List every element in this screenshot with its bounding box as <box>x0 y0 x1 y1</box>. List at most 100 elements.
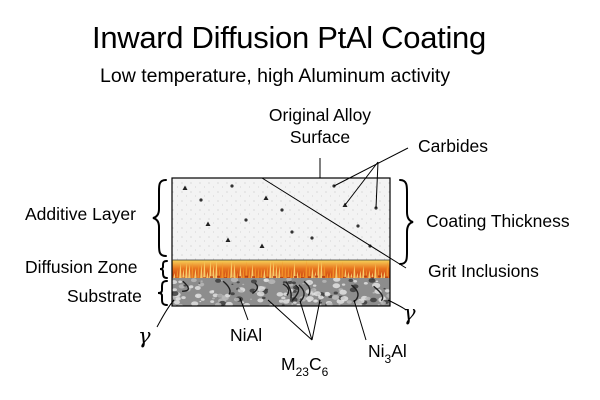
substrate-grain <box>257 298 264 303</box>
m23c6-m: M <box>281 354 296 374</box>
substrate-grain <box>333 291 338 295</box>
diffusion-zone-streak <box>335 263 338 279</box>
substrate-grain <box>190 278 197 283</box>
substrate-grain <box>292 289 297 293</box>
substrate-grain <box>338 303 341 306</box>
diffusion-zone-speck <box>217 275 220 278</box>
substrate-grain <box>354 299 362 305</box>
substrate-grain <box>242 283 245 286</box>
substrate-grain <box>380 301 386 305</box>
grit-inclusions-label: Grit Inclusions <box>428 261 539 281</box>
diffusion-zone-streak <box>257 267 260 279</box>
substrate-grain <box>199 300 202 303</box>
substrate-grain <box>319 304 322 306</box>
diffusion-zone-streak <box>269 261 272 279</box>
substrate-grain <box>194 286 201 290</box>
diffusion-zone-streak <box>317 261 320 279</box>
substrate-grain <box>212 297 215 300</box>
substrate-grain <box>375 280 379 283</box>
diffusion-zone-streak <box>188 264 191 279</box>
substrate-grain <box>353 280 358 283</box>
diffusion-zone-streak <box>347 271 350 279</box>
substrate-carbide-streak <box>222 280 231 295</box>
diffusion-zone-streak <box>329 272 332 279</box>
gamma-right-label: γ <box>403 301 416 325</box>
diffusion-zone-speck <box>238 276 241 279</box>
diffusion-zone-streak <box>233 263 236 279</box>
substrate-grain <box>291 281 296 285</box>
substrate-grain <box>231 283 234 286</box>
substrate-grain <box>287 280 293 285</box>
diffusion-zone-streak <box>206 271 209 279</box>
diffusion-zone-brace <box>159 260 168 279</box>
diffusion-zone-speck <box>315 275 318 278</box>
substrate-grain <box>172 288 177 292</box>
substrate-grain <box>230 292 235 296</box>
substrate-grain <box>383 287 386 290</box>
diffusion-zone-streak <box>224 271 227 279</box>
diffusion-zone-streak <box>311 267 314 279</box>
diffusion-zone-streak <box>356 272 359 279</box>
m23c6-c: C <box>308 354 322 374</box>
substrate-grain <box>384 289 390 293</box>
coating-outline <box>171 177 391 307</box>
diffusion-zone-streak <box>254 266 257 279</box>
diffusion-zone-speck <box>273 276 276 279</box>
additive-layer-brace <box>152 179 167 257</box>
diffusion-zone-streak <box>215 261 218 279</box>
substrate-grain <box>341 283 346 286</box>
original-alloy-line-1: Original Alloy <box>268 105 372 125</box>
carbide-particle <box>310 236 314 240</box>
substrate-grain <box>200 280 203 283</box>
substrate-brace <box>157 280 168 306</box>
substrate-grain <box>215 278 222 283</box>
diffusion-zone-streak <box>203 261 206 279</box>
diffusion-zone-speck <box>210 276 213 279</box>
substrate-grain <box>278 299 284 303</box>
substrate-grain <box>191 301 199 306</box>
diffusion-zone-streak <box>194 268 197 279</box>
diffusion-zone-streak <box>251 264 254 279</box>
substrate-grain <box>302 299 305 302</box>
substrate-grain <box>313 291 322 297</box>
carbide-particle <box>280 208 284 212</box>
ni3al-al: Al <box>391 341 407 361</box>
diffusion-zone-streak <box>302 271 305 279</box>
substrate-grain <box>346 300 352 304</box>
substrate-grain <box>172 291 179 297</box>
diffusion-zone-streak <box>338 264 341 279</box>
substrate-grain <box>256 291 265 297</box>
substrate-grain <box>312 284 317 287</box>
diffusion-zone-speck <box>364 275 367 278</box>
diffusion-zone-streak <box>341 261 344 279</box>
diffusion-zone-streak <box>245 261 248 279</box>
ni3al-ni: Ni <box>368 341 385 361</box>
diffusion-zone-streak <box>212 264 215 279</box>
diffusion-zone-speck <box>252 276 255 279</box>
diffusion-zone-streak <box>176 269 179 279</box>
substrate-grain <box>230 278 239 283</box>
diffusion-zone-streak <box>305 260 308 279</box>
diffusion-zone-streak <box>239 265 242 279</box>
diffusion-zone-streak <box>230 260 233 279</box>
carbide-particle <box>199 198 203 202</box>
substrate-grain <box>377 304 380 306</box>
diffusion-zone-streak <box>386 261 389 279</box>
m23c6-label: M23C6 <box>281 354 328 378</box>
diffusion-zone-speck <box>385 276 388 279</box>
m23c6-sub-23: 23 <box>295 365 309 379</box>
substrate-grain <box>172 280 178 285</box>
substrate-grain <box>386 293 390 298</box>
substrate-texture <box>172 278 390 306</box>
substrate-grain <box>372 291 376 294</box>
substrate-grain <box>282 281 287 284</box>
substrate-grain <box>372 282 381 289</box>
substrate-grain <box>318 295 324 300</box>
original-alloy-line-2: Surface <box>289 126 351 147</box>
diffusion-zone-streak <box>200 264 203 279</box>
substrate-grain <box>313 299 318 303</box>
substrate-grain <box>293 301 297 304</box>
nial-leader <box>239 297 249 321</box>
substrate-grain <box>302 282 305 285</box>
substrate-grain <box>236 281 240 284</box>
